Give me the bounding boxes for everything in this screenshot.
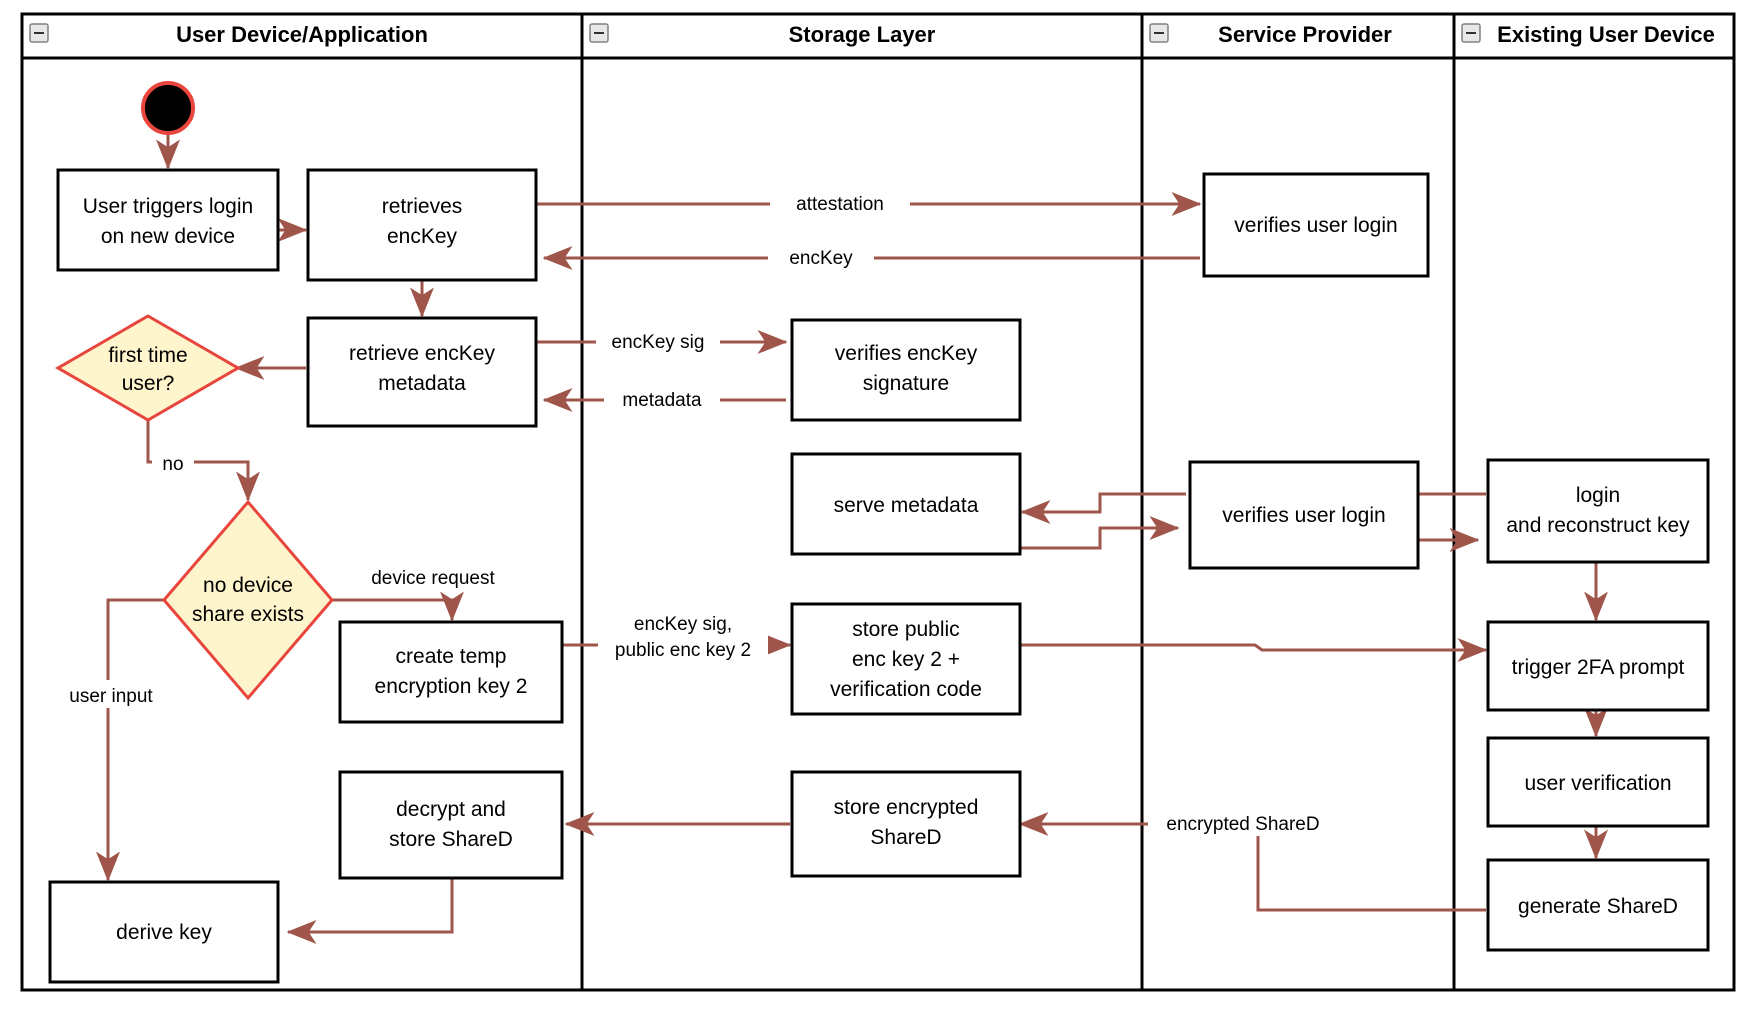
node-verifies-user-login-top[interactable]: verifies user login — [1202, 172, 1430, 278]
node-user-triggers-login-line-1: User triggers login — [83, 195, 253, 218]
lane-header-service-provider: Service Provider — [1149, 22, 1392, 47]
edge-label-attestation: attestation — [796, 194, 884, 215]
node-retrieve-enckey-metadata-line-1: retrieve encKey — [349, 342, 495, 365]
edge-label-enckey-sig-public-enc-key-2-line-2: public enc key 2 — [615, 640, 751, 661]
node-first-time-user-line-1: first time — [108, 344, 187, 367]
node-no-device-share-exists-line-1: no device — [203, 574, 293, 597]
node-user-verification-line-1: user verification — [1524, 772, 1671, 795]
node-user-triggers-login[interactable]: User triggers login on new device — [56, 168, 280, 272]
lane-header-user-device: User Device/Application — [29, 22, 428, 47]
node-store-public-enc-key-2[interactable]: store public enc key 2 + verification co… — [790, 602, 1022, 716]
node-derive-key[interactable]: derive key — [48, 880, 280, 984]
node-retrieves-enckey-line-2: encKey — [387, 225, 458, 248]
node-no-device-share-exists[interactable]: no device share exists — [162, 499, 334, 701]
lane-header-label-user-device: User Device/Application — [176, 22, 428, 47]
node-verifies-enckey-signature-line-2: signature — [863, 372, 949, 395]
node-trigger-2fa-prompt[interactable]: trigger 2FA prompt — [1486, 620, 1710, 712]
edge-label-device-request: device request — [371, 568, 495, 589]
node-generate-shared[interactable]: generate ShareD — [1486, 858, 1710, 952]
lane-header-label-existing-device: Existing User Device — [1497, 22, 1715, 47]
node-verifies-enckey-signature-line-1: verifies encKey — [835, 342, 978, 365]
lane-header-label-service-provider: Service Provider — [1218, 22, 1392, 47]
node-retrieves-enckey-line-1: retrieves — [382, 195, 463, 218]
node-retrieve-enckey-metadata[interactable]: retrieve encKey metadata — [306, 316, 538, 428]
collapse-icon-user-device[interactable] — [29, 23, 49, 43]
node-user-triggers-login-line-2: on new device — [101, 225, 235, 248]
edge-label-enckey: encKey — [789, 248, 853, 269]
node-decrypt-and-store-shared-line-1: decrypt and — [396, 798, 506, 821]
collapse-icon-existing-device[interactable] — [1461, 23, 1481, 43]
edge-label-encrypted-shared: encrypted ShareD — [1166, 814, 1319, 835]
edge-serve-metadata-to-verifies — [1018, 516, 1180, 550]
node-create-temp-encryption-key-2[interactable]: create temp encryption key 2 — [338, 620, 564, 724]
collapse-icon-storage[interactable] — [589, 23, 609, 43]
node-verifies-user-login-mid[interactable]: verifies user login — [1188, 460, 1420, 570]
node-verifies-enckey-signature[interactable]: verifies encKey signature — [790, 318, 1022, 422]
node-verifies-user-login-top-line-1: verifies user login — [1234, 214, 1397, 237]
node-store-public-enc-key-2-line-3: verification code — [830, 678, 982, 701]
lane-frame-existing-device — [1452, 12, 1736, 992]
edge-device-request — [330, 591, 464, 622]
node-store-public-enc-key-2-line-2: enc key 2 + — [852, 648, 960, 671]
edge-first-time-user-no — [146, 420, 260, 502]
edge-encrypted-shared — [1018, 812, 1486, 912]
edge-user-input — [96, 598, 166, 882]
edge-verifies-to-serve-metadata — [1020, 492, 1186, 524]
swimlane-frames — [20, 12, 1736, 992]
node-derive-key-line-1: derive key — [116, 921, 212, 944]
node-create-temp-encryption-key-2-line-1: create temp — [396, 645, 507, 668]
lane-header-storage: Storage Layer — [589, 22, 936, 47]
lane-header-label-storage: Storage Layer — [789, 22, 936, 47]
edge-label-enckey-sig-public-enc-key-2-line-1: encKey sig, — [634, 614, 732, 635]
node-retrieve-enckey-metadata-line-2: metadata — [378, 372, 466, 395]
node-serve-metadata-line-1: serve metadata — [834, 494, 979, 517]
node-no-device-share-exists-line-2: share exists — [192, 603, 304, 626]
collapse-icon-service-provider[interactable] — [1149, 23, 1169, 43]
node-decrypt-and-store-shared-line-2: store ShareD — [389, 828, 513, 851]
node-login-and-reconstruct-key-line-2: and reconstruct key — [1506, 514, 1690, 537]
node-user-verification[interactable]: user verification — [1486, 736, 1710, 828]
node-store-public-enc-key-2-line-1: store public — [852, 618, 959, 641]
start-node — [141, 81, 195, 135]
node-serve-metadata[interactable]: serve metadata — [790, 452, 1022, 556]
edge-label-no: no — [162, 454, 183, 475]
node-store-encrypted-shared-line-1: store encrypted — [834, 796, 979, 819]
edge-decrypt-to-derive-key — [286, 878, 454, 944]
node-store-encrypted-shared-line-2: ShareD — [870, 826, 941, 849]
edge-label-enckey-sig: encKey sig — [612, 332, 705, 353]
node-login-and-reconstruct-key[interactable]: login and reconstruct key — [1486, 458, 1710, 564]
edge-label-user-input: user input — [69, 686, 153, 707]
edge-label-metadata: metadata — [622, 390, 702, 411]
node-decrypt-and-store-shared[interactable]: decrypt and store ShareD — [338, 770, 564, 880]
lane-header-existing-device: Existing User Device — [1461, 22, 1715, 47]
node-retrieves-enckey[interactable]: retrieves encKey — [306, 168, 538, 282]
node-trigger-2fa-prompt-line-1: trigger 2FA prompt — [1512, 656, 1685, 679]
node-first-time-user[interactable]: first time user? — [55, 314, 241, 422]
node-login-and-reconstruct-key-line-1: login — [1576, 484, 1620, 507]
edge-store-public-key-to-2fa — [1018, 638, 1488, 662]
node-first-time-user-line-2: user? — [122, 372, 175, 395]
node-generate-shared-line-1: generate ShareD — [1518, 895, 1678, 918]
edge-labels: attestation encKey encKey sig metadata n… — [50, 188, 1338, 836]
node-verifies-user-login-mid-line-1: verifies user login — [1222, 504, 1385, 527]
node-store-encrypted-shared[interactable]: store encrypted ShareD — [790, 770, 1022, 878]
node-create-temp-encryption-key-2-line-2: encryption key 2 — [375, 675, 528, 698]
